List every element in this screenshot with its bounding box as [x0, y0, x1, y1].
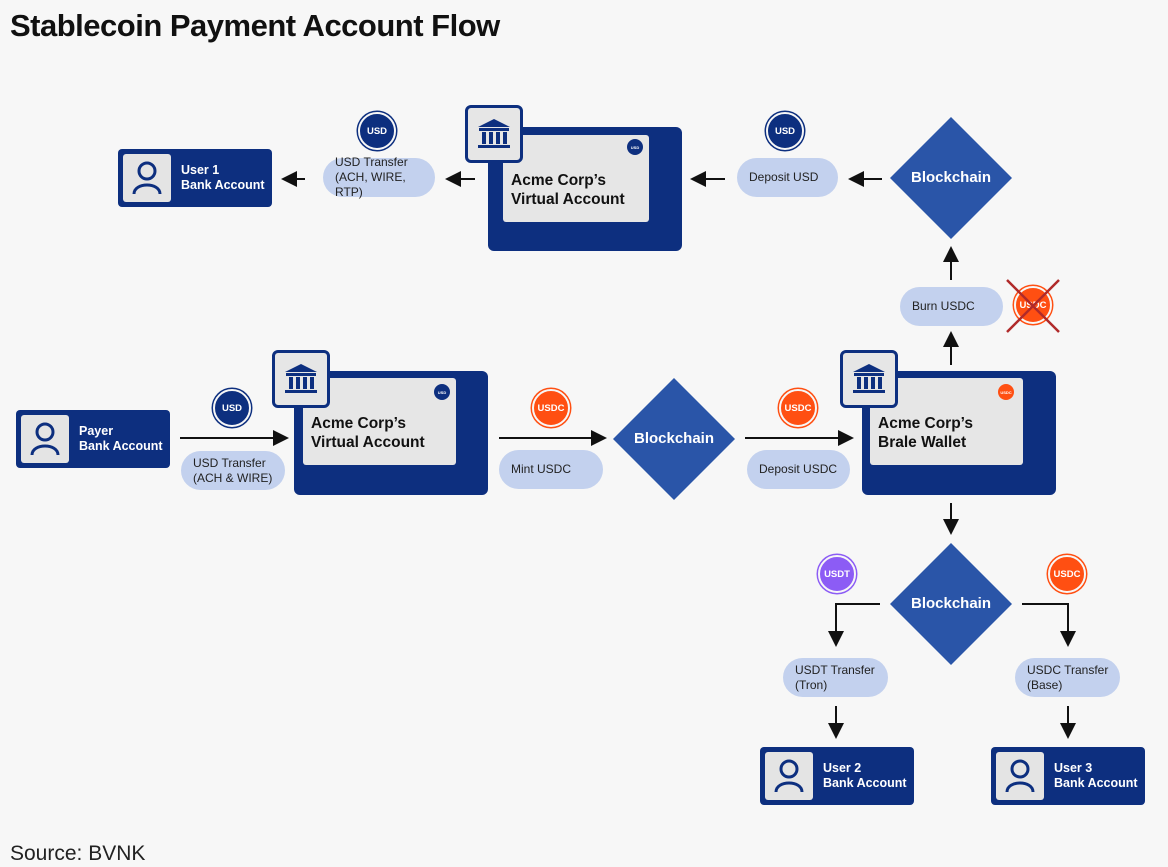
person-icon [21, 415, 69, 463]
deposit-usdc-step: Deposit USDC [747, 450, 850, 489]
usd-coin-icon: USD [766, 112, 804, 150]
bank-icon [465, 105, 523, 163]
cross-icon [1006, 279, 1060, 333]
label: USD Transfer [193, 455, 266, 470]
person-icon [765, 752, 813, 800]
usd-transfer-step: USD Transfer(ACH & WIRE) [181, 451, 285, 490]
label: Acme Corp’s [311, 415, 407, 432]
label: USDT Transfer [795, 662, 875, 677]
label: Virtual Account [311, 434, 425, 451]
bank-icon [840, 350, 898, 408]
arrow [1022, 603, 1076, 647]
bank-icon [272, 350, 330, 408]
blockchain-diamond-top [890, 117, 1012, 239]
label: User 3 [1054, 761, 1093, 775]
label: Virtual Account [511, 191, 625, 208]
usdc-badge: USDC [998, 384, 1014, 400]
label: Deposit USDC [759, 462, 838, 476]
label: Bank Account [823, 776, 907, 790]
source-note: Source: BVNK [10, 842, 146, 865]
usdt-coin-icon: USDT [818, 555, 856, 593]
label: USDC Transfer [1027, 662, 1109, 677]
usd-badge: USD [627, 139, 643, 155]
blockchain-label: Blockchain [910, 169, 992, 186]
label: Deposit USD [749, 170, 819, 184]
label: Acme Corp’s [878, 415, 974, 432]
person-icon [996, 752, 1044, 800]
label: (Tron) [795, 677, 828, 692]
blockchain-diamond-bottom [890, 543, 1012, 665]
usd-coin-icon: USD [213, 389, 251, 427]
blockchain-diamond-mid [613, 378, 735, 500]
usd-coin-icon: USD [358, 112, 396, 150]
arrow [828, 603, 880, 647]
label: Payer [79, 424, 114, 438]
usd-badge: USD [434, 384, 450, 400]
mint-usdc-step: Mint USDC [499, 450, 603, 489]
label: Bank Account [79, 439, 163, 453]
label: (ACH, WIRE, RTP) [335, 170, 406, 199]
label: USD Transfer [335, 155, 408, 169]
usdc-transfer-step: USDC Transfer(Base) [1015, 658, 1120, 697]
label: (Base) [1027, 677, 1063, 692]
label: User 2 [823, 761, 862, 775]
blockchain-label: Blockchain [910, 595, 992, 612]
label: Burn USDC [912, 299, 975, 313]
label: Bank Account [181, 178, 265, 192]
label: Brale Wallet [878, 434, 967, 451]
label: Mint USDC [511, 462, 572, 476]
label: (ACH & WIRE) [193, 470, 273, 485]
label: User 1 [181, 163, 220, 177]
page-title: Stablecoin Payment Account Flow [10, 8, 500, 43]
blockchain-label: Blockchain [633, 430, 715, 447]
label: Bank Account [1054, 776, 1138, 790]
deposit-usd-step: Deposit USD [737, 158, 838, 197]
burn-usdc-step: Burn USDC [900, 287, 1003, 326]
usdc-coin-icon: USDC [532, 389, 570, 427]
person-icon [123, 154, 171, 202]
usdc-coin-icon: USDC [779, 389, 817, 427]
label: Acme Corp’s [511, 172, 607, 189]
usdt-transfer-step: USDT Transfer(Tron) [783, 658, 888, 697]
usd-transfer-step: USD Transfer(ACH, WIRE, RTP) [323, 155, 435, 199]
usdc-coin-icon: USDC [1048, 555, 1086, 593]
